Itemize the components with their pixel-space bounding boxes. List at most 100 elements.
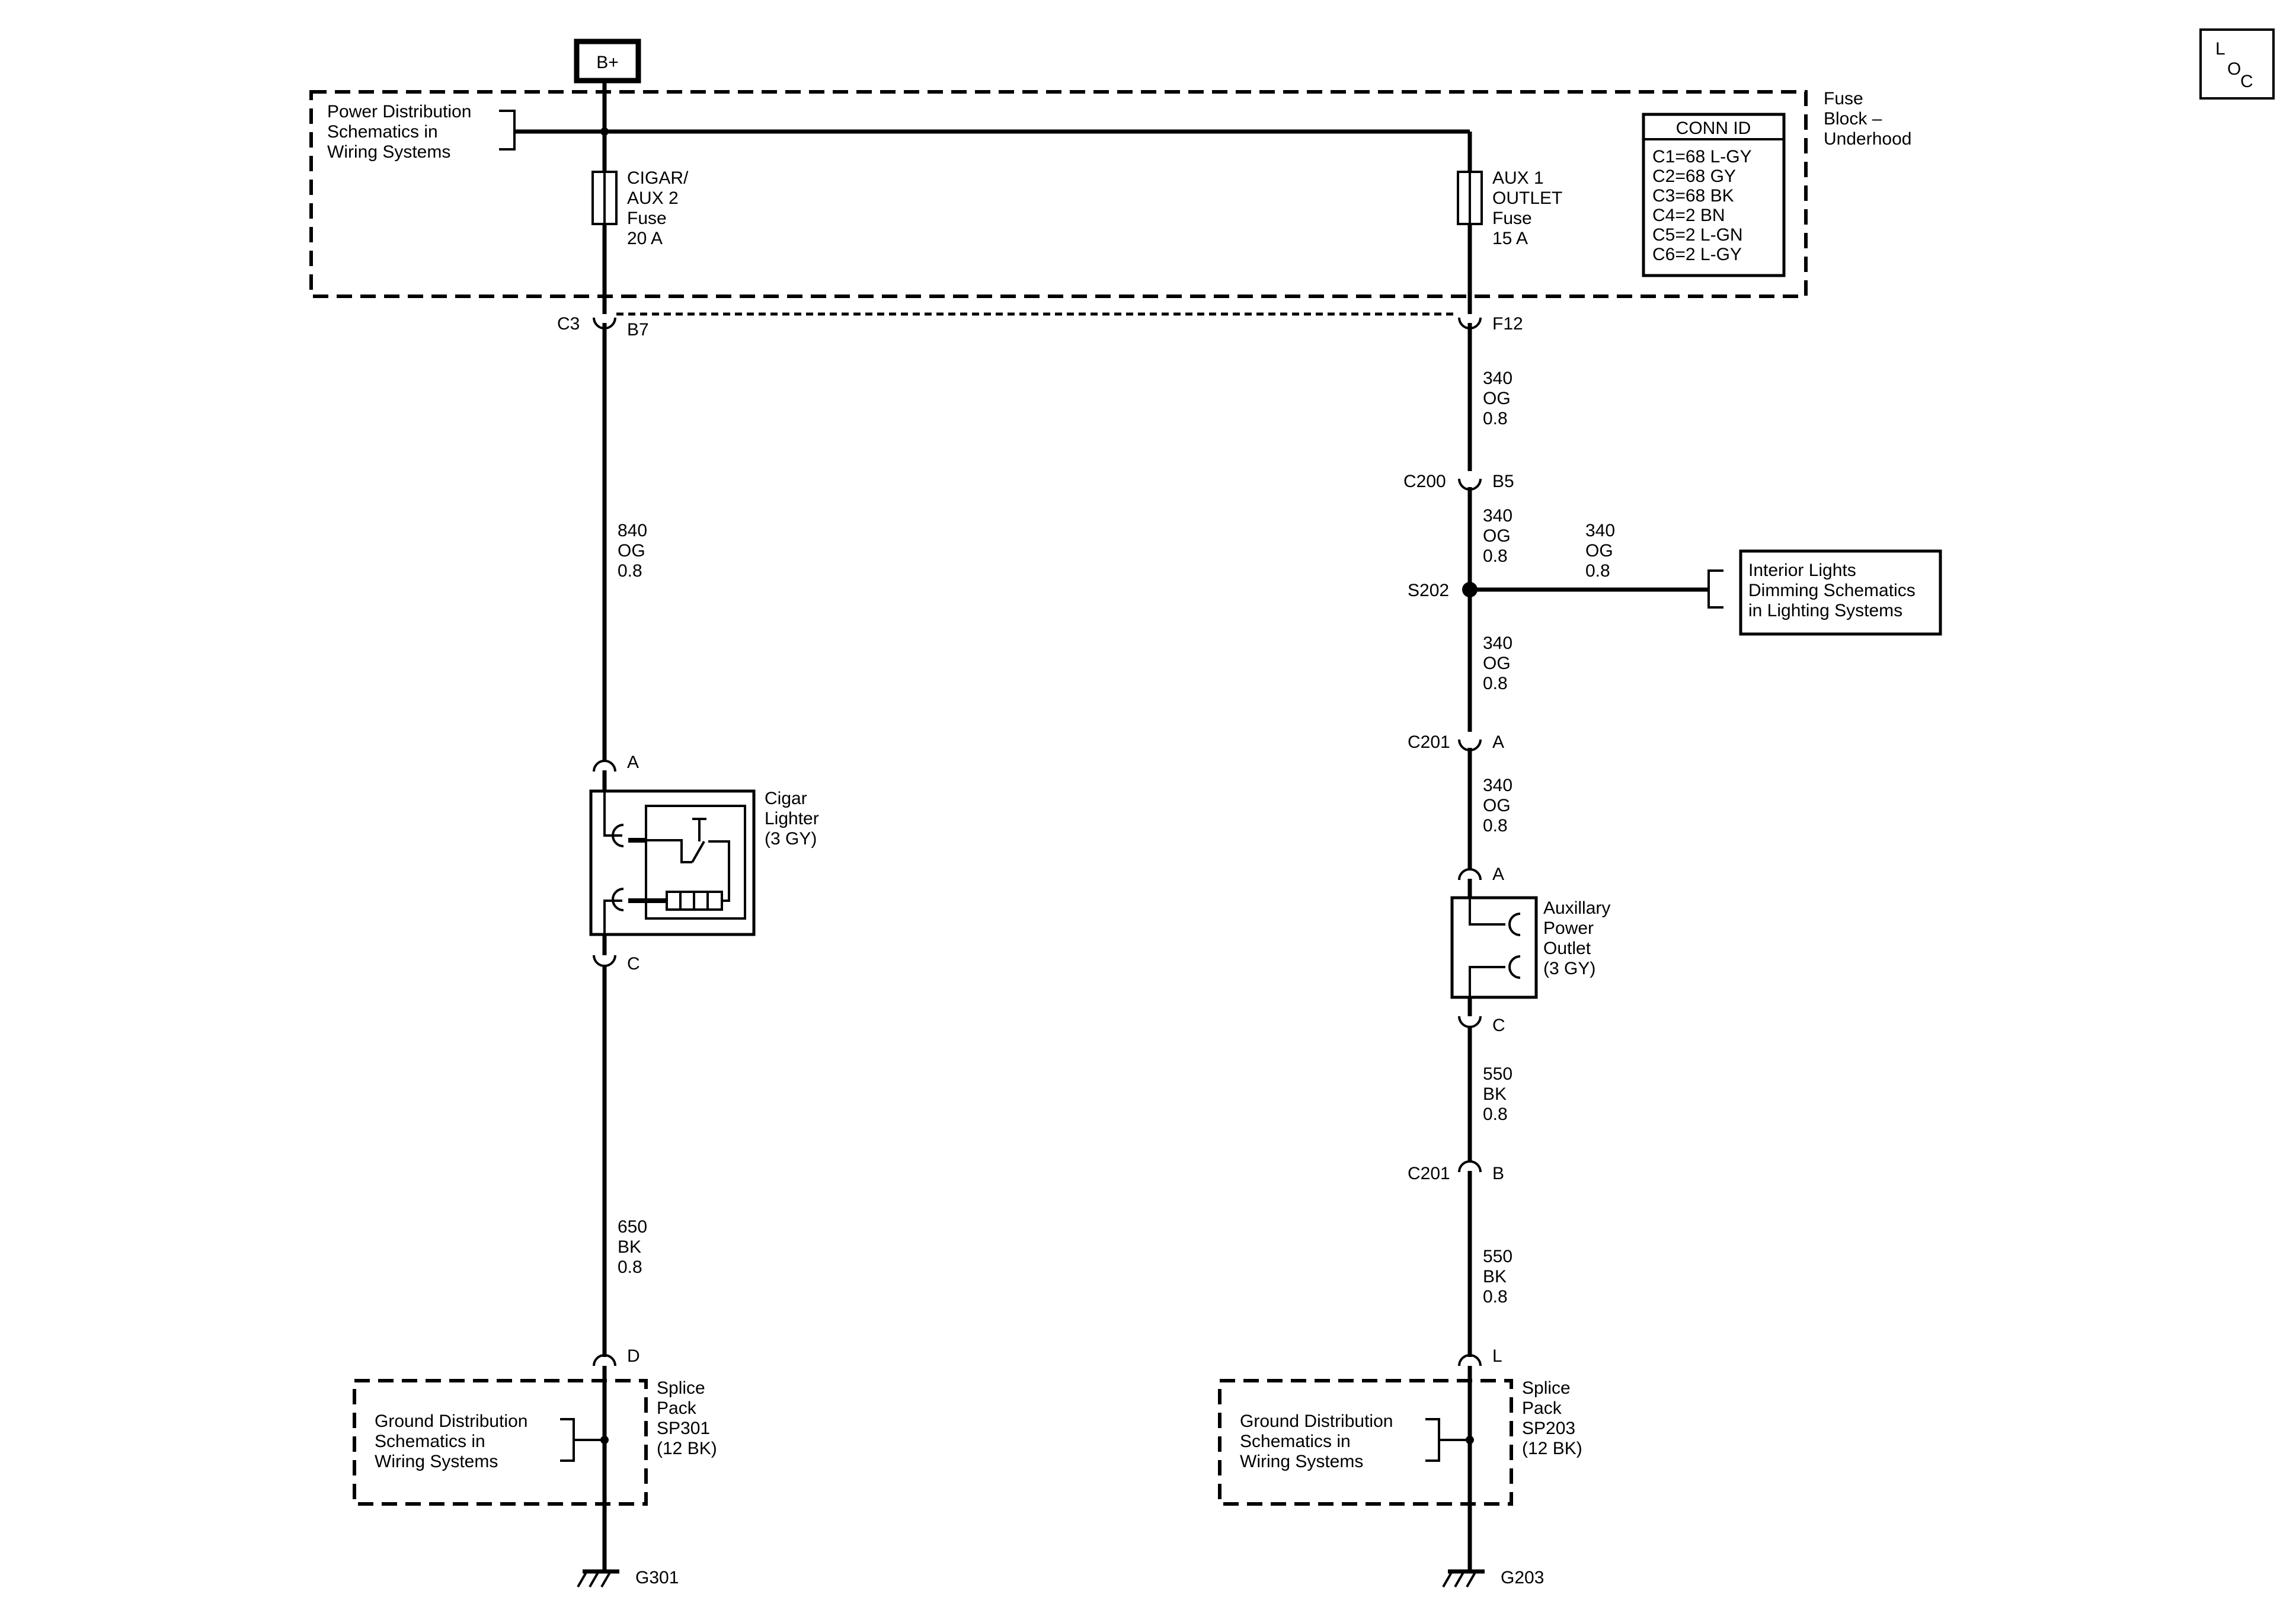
lighter-internal-top (603, 791, 622, 837)
cigar-fuse-label-1: CIGAR/ (627, 168, 689, 188)
right-340d-label-3: 0.8 (1483, 816, 1508, 836)
loc-letter-3: C (2240, 72, 2253, 91)
splice-left-pin-d (593, 1354, 616, 1366)
loc-letter-2: O (2227, 59, 2241, 79)
c201-a-pin-label: A (1492, 732, 1504, 752)
splice-right-label-1: Splice (1522, 1378, 1571, 1398)
interior-lights-ref-2: Dimming Schematics (1748, 581, 1916, 600)
right-340d-label-1: 340 (1483, 776, 1512, 795)
splice-left-pin-d-label: D (627, 1346, 640, 1366)
cigar-fuse-label-2: AUX 2 (627, 188, 679, 208)
lighter-pin-a-label: A (627, 753, 639, 772)
cigar-fuse-label-4: 20 A (627, 229, 663, 248)
right-340d-label-2: OG (1483, 796, 1511, 815)
outlet-socket-top (1508, 913, 1521, 936)
c201-b-pin-label: B (1492, 1164, 1504, 1183)
left-650-label-2: BK (618, 1237, 641, 1257)
lighter-switch-wire (646, 839, 692, 863)
c3-label: C3 (557, 314, 580, 334)
lighter-pin-c (593, 955, 616, 967)
right-550a-label-1: 550 (1483, 1064, 1512, 1084)
right-550b-label-1: 550 (1483, 1247, 1512, 1266)
right-340a-label-3: 0.8 (1483, 409, 1508, 428)
aux1-fuse-label-3: Fuse (1492, 209, 1532, 228)
power-dist-ref-1: Power Distribution (327, 102, 471, 121)
f12-label: F12 (1492, 314, 1523, 334)
ground-g203-label: G203 (1501, 1568, 1544, 1587)
splice-pack-right (1218, 1379, 1513, 1506)
battery-box (574, 39, 641, 84)
fuse-block-label-1: Fuse (1824, 89, 1863, 108)
outlet-pin-a (1458, 868, 1482, 881)
splice-right-label-3: SP203 (1522, 1419, 1575, 1438)
lighter-internal-bottom (603, 900, 622, 934)
ground-g301-icon (577, 1571, 612, 1587)
conn-id-row-1: C1=68 L-GY (1652, 147, 1752, 167)
right-550a-label-3: 0.8 (1483, 1105, 1508, 1124)
right-340-branch-label-2: OG (1585, 541, 1613, 561)
outlet-pin-c (1458, 1016, 1482, 1028)
ground-g301-label: G301 (635, 1568, 679, 1587)
ground-ref-left-2: Schematics in (375, 1432, 485, 1451)
outlet-internal-bottom (1469, 966, 1505, 997)
right-550b-label-3: 0.8 (1483, 1287, 1508, 1307)
outlet-socket-bottom (1508, 955, 1521, 979)
conn-id-row-5: C5=2 L-GN (1652, 225, 1743, 245)
right-340a-label-2: OG (1483, 389, 1511, 408)
right-340b-label-2: OG (1483, 526, 1511, 546)
aux-outlet-label-3: Outlet (1543, 939, 1591, 958)
power-dist-ref-3: Wiring Systems (327, 142, 450, 162)
interior-lights-ref-3: in Lighting Systems (1748, 601, 1902, 620)
power-dist-bracket (499, 110, 516, 151)
cigar-lighter-label-1: Cigar (765, 789, 807, 808)
left-650-label-3: 0.8 (618, 1257, 642, 1277)
c200-label: C200 (1403, 472, 1446, 491)
right-340c-label-3: 0.8 (1483, 674, 1508, 693)
splice-left-label-1: Splice (657, 1378, 705, 1398)
lighter-switch-arm (691, 841, 705, 863)
splice-right-pin-l (1458, 1354, 1482, 1366)
outlet-pin-a-label: A (1492, 865, 1504, 884)
outlet-internal-top (1469, 898, 1505, 926)
loc-letter-1: L (2215, 39, 2225, 59)
cigar-fuse-label-3: Fuse (627, 209, 667, 228)
aux-outlet-body (1450, 896, 1538, 999)
lighter-pin-a (593, 760, 616, 772)
right-340-branch-label-3: 0.8 (1585, 561, 1610, 581)
conn-id-row-2: C2=68 GY (1652, 167, 1736, 186)
lighter-switch-contact (692, 818, 706, 841)
ground-ref-right-1: Ground Distribution (1240, 1411, 1393, 1431)
lighter-element-wire (708, 840, 730, 902)
left-840-label-3: 0.8 (618, 561, 642, 581)
splice-left-label-4: (12 BK) (657, 1439, 717, 1458)
conn-id-row-4: C4=2 BN (1652, 206, 1725, 225)
splice-right-label-2: Pack (1522, 1398, 1562, 1418)
right-550b-label-2: BK (1483, 1267, 1507, 1286)
splice-pack-left (353, 1379, 648, 1506)
conn-id-title: CONN ID (1676, 119, 1751, 138)
right-340a-label-1: 340 (1483, 369, 1512, 388)
aux1-fuse-label-1: AUX 1 (1492, 168, 1544, 188)
c201-b-label: C201 (1408, 1164, 1450, 1183)
s202-label: S202 (1408, 581, 1449, 600)
splice-left-label-3: SP301 (657, 1419, 710, 1438)
lighter-socket-top (612, 824, 624, 847)
c201-b-connector (1458, 1160, 1482, 1173)
right-550a-label-2: BK (1483, 1084, 1507, 1104)
ground-ref-right-bracket (1425, 1418, 1440, 1462)
lighter-pin-c-label: C (627, 954, 640, 974)
ground-ref-right-2: Schematics in (1240, 1432, 1351, 1451)
loc-box (2199, 28, 2275, 100)
splice-left-label-2: Pack (657, 1398, 697, 1418)
b7-label: B7 (627, 320, 649, 340)
interior-lights-bracket (1707, 569, 1723, 609)
splice-right-label-4: (12 BK) (1522, 1439, 1582, 1458)
ground-ref-left-1: Ground Distribution (375, 1411, 527, 1431)
power-dist-ref-2: Schematics in (327, 122, 438, 142)
ground-ref-left-3: Wiring Systems (375, 1452, 498, 1471)
cigar-lighter-label-3: (3 GY) (765, 829, 817, 849)
outlet-pin-c-label: C (1492, 1016, 1505, 1035)
aux-outlet-label-1: Auxillary (1543, 898, 1610, 918)
battery-label: B+ (596, 53, 619, 72)
